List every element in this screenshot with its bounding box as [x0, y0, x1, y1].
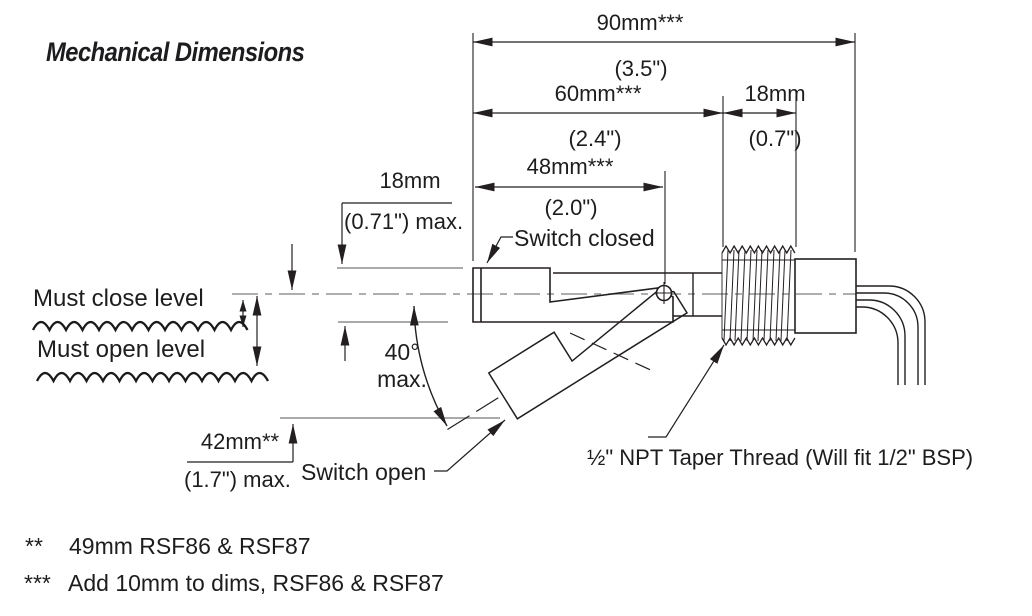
- dim-float-height-imperial: (0.71") max.: [344, 209, 464, 234]
- switch-open-label: Switch open: [301, 459, 427, 485]
- npt-thread: [721, 244, 796, 347]
- extension-lines: [472, 33, 856, 284]
- thread-note-leader: [648, 344, 725, 438]
- dim-to-thread-imperial: (2.4"): [568, 126, 622, 151]
- open-centerline-segment: [447, 395, 503, 431]
- must-open-water-line: [35, 371, 270, 384]
- dim-drop-imperial: (1.7") max.: [184, 467, 291, 492]
- switch-closed-label: Switch closed: [514, 225, 655, 251]
- max-swing-dashed-line: [569, 332, 656, 373]
- must-close-water-line: [31, 320, 249, 333]
- dim-to-pivot-imperial: (2.0"): [544, 195, 598, 220]
- float-closed: [472, 267, 674, 323]
- dim-to-thread-metric: 60mm***: [554, 81, 642, 106]
- dim-overall-metric: 90mm***: [596, 10, 684, 35]
- footnote-triple-star-text: Add 10mm to dims, RSF86 & RSF87: [68, 570, 444, 596]
- page-title: Mechanical Dimensions: [46, 37, 305, 67]
- float-open: [447, 290, 689, 431]
- dim-to-pivot-metric: 48mm***: [526, 154, 614, 179]
- water-lines: [31, 320, 270, 384]
- must-open-level-label: Must open level: [37, 336, 206, 363]
- dim-overall-imperial: (3.5"): [614, 56, 668, 81]
- swing-angle-arc: [409, 305, 448, 427]
- footnote-double-star-text: 49mm RSF86 & RSF87: [69, 533, 311, 559]
- pivot: [655, 282, 673, 304]
- thread-crest-top: [721, 244, 796, 255]
- hex-body: [794, 258, 857, 334]
- float-body-outline: [472, 267, 674, 323]
- footnote-triple-star-marker: ***: [24, 570, 51, 596]
- dim-thread-imperial: (0.7"): [748, 126, 802, 151]
- switch-closed-leader: [486, 236, 513, 264]
- swing-angle-value: 40°: [384, 339, 420, 365]
- thread-hatching: [723, 249, 792, 342]
- dim-thread-metric: 18mm: [744, 81, 806, 106]
- footnote-double-star-marker: **: [25, 533, 43, 559]
- housing-lines: [553, 272, 722, 317]
- swing-angle-qualifier: max.: [377, 366, 427, 392]
- thread-crest-bottom: [721, 336, 796, 347]
- dim-float-height-metric: 18mm: [379, 168, 441, 193]
- thread-note-label: ½" NPT Taper Thread (Will fit 1/2" BSP): [587, 445, 974, 470]
- switch-housing: [553, 272, 722, 317]
- dim-drop-metric: 42mm**: [200, 429, 280, 454]
- switch-open-leader: [434, 419, 506, 472]
- cables: [856, 285, 926, 385]
- must-close-level-label: Must close level: [33, 285, 204, 312]
- dimension-lines: [187, 37, 855, 463]
- leader-lines: [434, 236, 725, 472]
